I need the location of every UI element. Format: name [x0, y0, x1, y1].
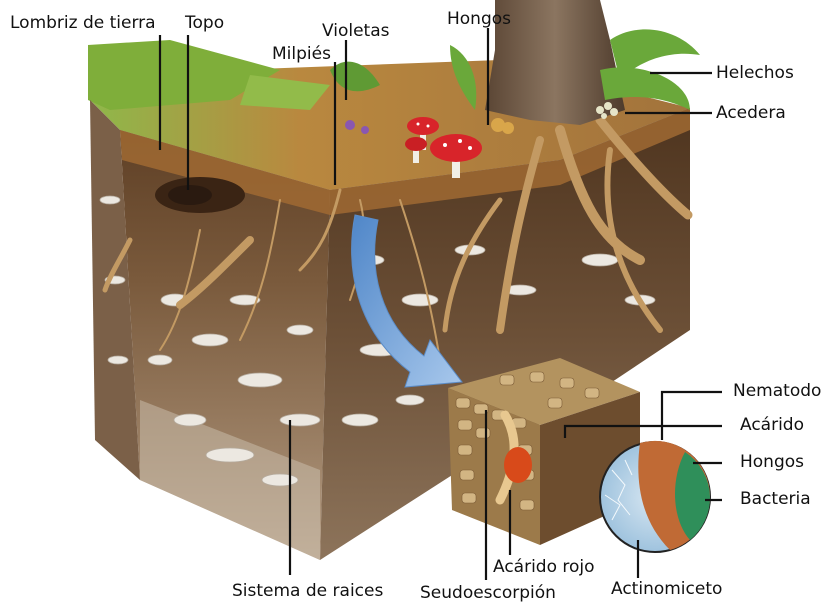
label-earthworm: Lombriz de tierra	[10, 15, 156, 32]
leader-nematode	[662, 392, 722, 440]
label-violets: Violetas	[322, 23, 390, 40]
label-nematode: Nematodo	[733, 383, 821, 400]
label-fungi-micro: Hongos	[740, 454, 804, 471]
label-fungi-top: Hongos	[447, 11, 511, 28]
label-pseudoscorpion: Seudoescorpión	[420, 585, 556, 602]
label-sorrel: Acedera	[716, 105, 786, 122]
label-actinomycete: Actinomiceto	[611, 581, 722, 598]
label-root-system: Sistema de raices	[232, 583, 383, 600]
label-millipede: Milpiés	[272, 46, 331, 63]
mole-figure	[168, 185, 212, 205]
label-ferns: Helechos	[716, 65, 794, 82]
red-mite-figure	[504, 447, 532, 483]
label-mite: Acárido	[740, 417, 804, 434]
label-red-mite: Acárido rojo	[493, 559, 595, 576]
label-mole: Topo	[185, 15, 224, 32]
microscope-view	[600, 441, 710, 552]
label-bacteria: Bacteria	[740, 491, 811, 508]
